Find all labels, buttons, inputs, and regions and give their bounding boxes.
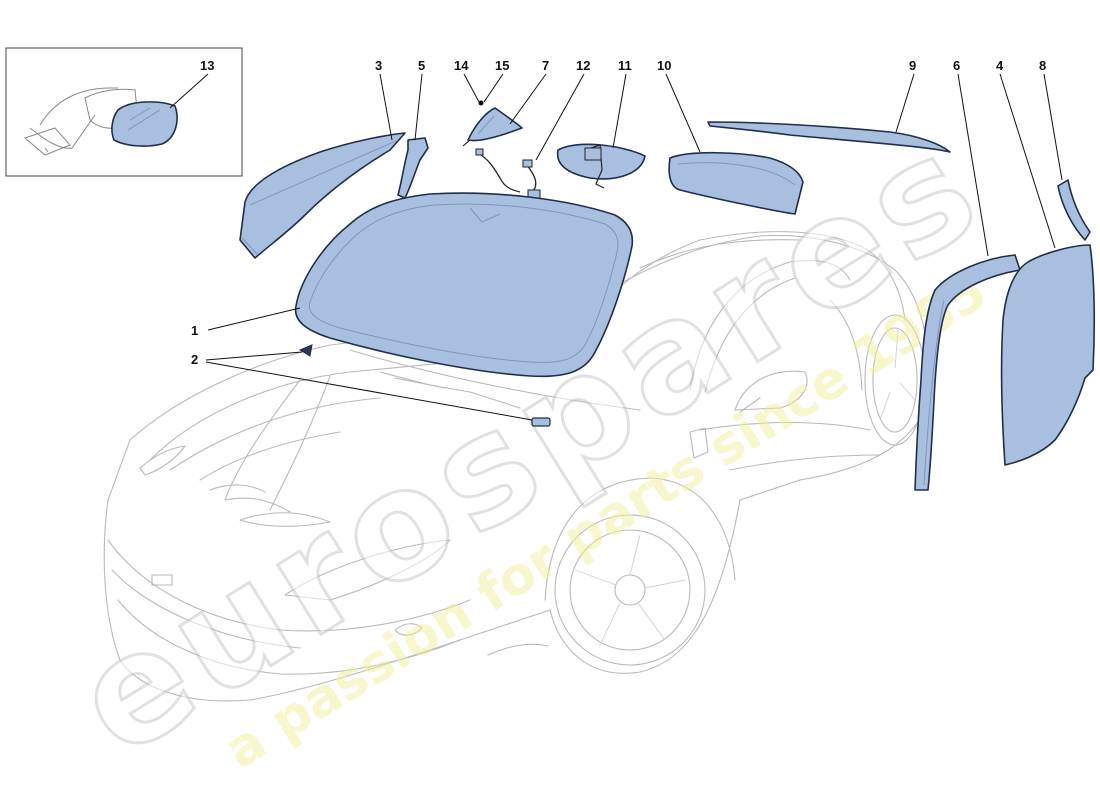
roof-trim-9 bbox=[707, 121, 951, 153]
leader-lines bbox=[169, 73, 1063, 421]
rear-window-10 bbox=[668, 151, 804, 215]
clip-2a bbox=[298, 344, 313, 357]
callout-4: 4 bbox=[996, 58, 1004, 73]
callout-15: 15 bbox=[495, 58, 509, 73]
fastener-14-15 bbox=[478, 100, 484, 106]
triangle-glass-7 bbox=[467, 107, 523, 142]
callout-9: 9 bbox=[909, 58, 916, 73]
front-side-glass-3 bbox=[239, 132, 406, 259]
glass-trim-5 bbox=[397, 137, 429, 199]
clip-2b bbox=[531, 417, 551, 427]
rain-sensor-12 bbox=[475, 148, 541, 199]
windscreen-1 bbox=[294, 192, 634, 378]
inset-mirror-box bbox=[5, 47, 243, 177]
callout-14: 14 bbox=[454, 58, 469, 73]
callout-10: 10 bbox=[657, 58, 671, 73]
trim-8 bbox=[1057, 179, 1091, 241]
callout-numbers: 1 2 3 4 5 6 7 8 9 10 11 12 13 14 15 bbox=[191, 58, 1046, 367]
mirror-glass-13 bbox=[111, 101, 178, 147]
callout-11: 11 bbox=[618, 58, 632, 73]
callout-8: 8 bbox=[1039, 58, 1046, 73]
door-glass-4 bbox=[1000, 244, 1096, 466]
callout-13: 13 bbox=[200, 58, 214, 73]
callout-7: 7 bbox=[542, 58, 549, 73]
callout-3: 3 bbox=[375, 58, 382, 73]
rear-view-mirror-11 bbox=[556, 143, 646, 189]
callout-1: 1 bbox=[191, 323, 198, 338]
callout-12: 12 bbox=[576, 58, 590, 73]
callout-5: 5 bbox=[418, 58, 425, 73]
callout-2: 2 bbox=[191, 352, 198, 367]
callout-6: 6 bbox=[953, 58, 960, 73]
car-body-outline bbox=[103, 231, 930, 702]
